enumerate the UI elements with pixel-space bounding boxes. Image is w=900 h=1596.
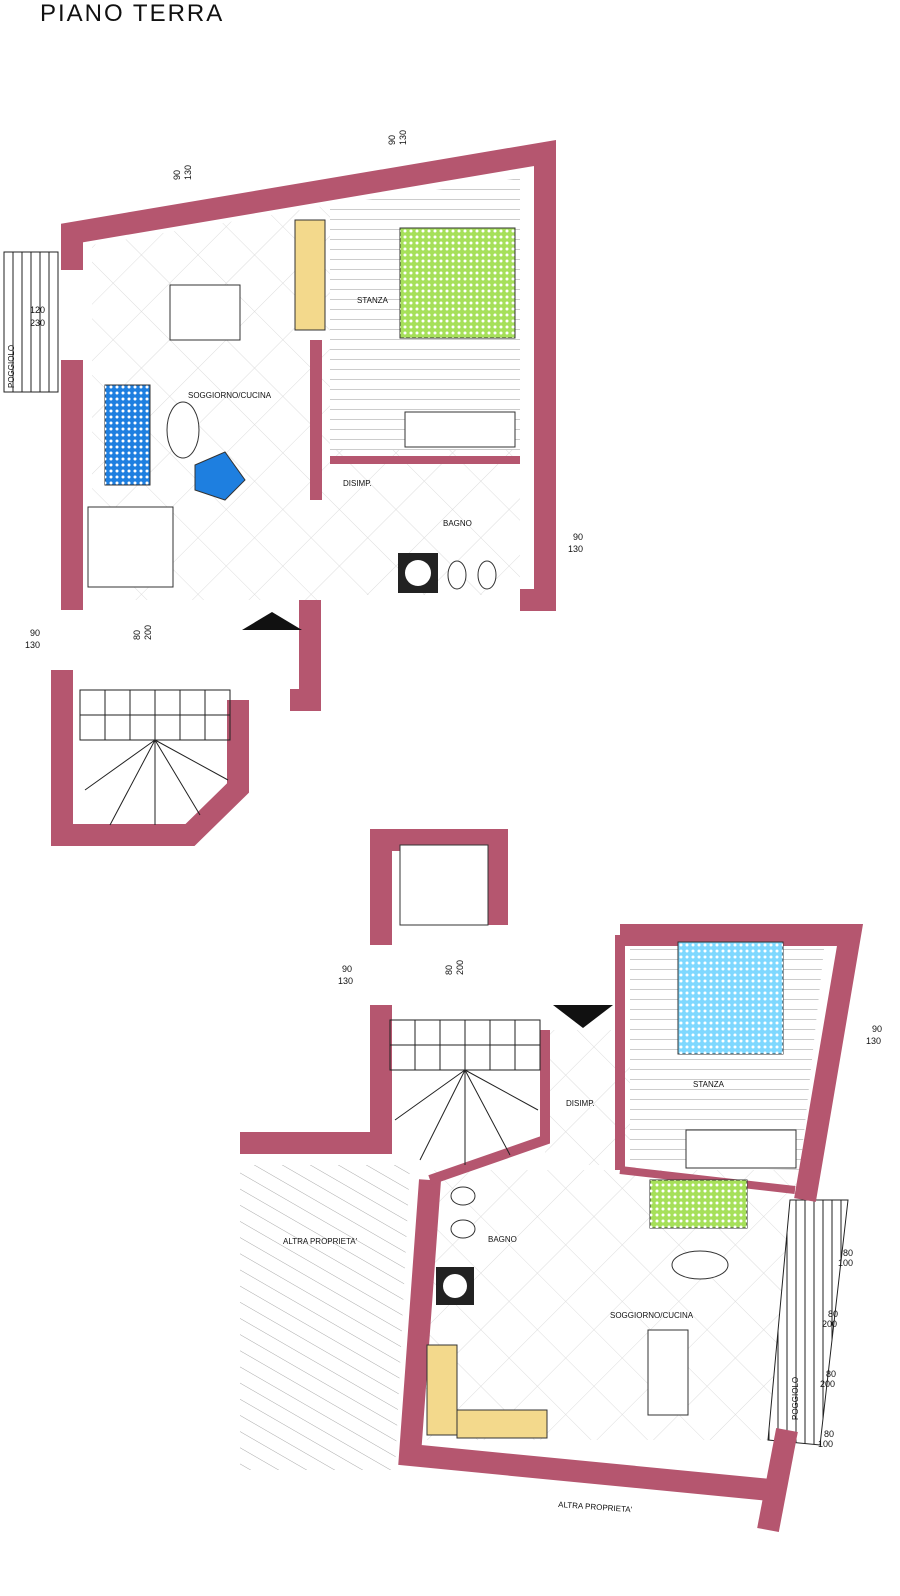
dim-text: 90 [30,628,40,638]
dim-text: 80 [826,1369,836,1379]
dim-text: 80 [132,630,142,640]
wall-lower-right [757,1427,798,1533]
dim-text: 130 [338,976,353,986]
plan-upper: SOGGIORNO/CUCINA STANZA DISIMP. BAGNO PO… [3,130,583,846]
room-label-bedroom: STANZA [693,1080,725,1089]
shower-drain [405,560,431,586]
wall-lower-bottom [398,1179,772,1501]
armchair [194,451,246,501]
drawing-title: PIANO TERRA [40,0,225,27]
dim-text: 100 [818,1439,833,1449]
coffee-table [671,1250,729,1280]
balcony-upper [3,251,59,393]
room-label-bath: BAGNO [488,1235,517,1244]
dining-table [169,284,241,341]
plan-lower: SOGGIORNO/CUCINA STANZA DISIMP. BAGNO PO… [240,829,882,1533]
dim-text: 80 [824,1429,834,1439]
room-label-living: SOGGIORNO/CUCINA [610,1311,694,1320]
wall-lower-top-right [620,924,864,1202]
dim-text: 200 [143,625,153,640]
room-label-bath: BAGNO [443,519,472,528]
room-label-other-property: ALTRA PROPRIETA' [283,1237,358,1246]
dim-text: 130 [25,640,40,650]
wall-upper-outer [61,139,556,611]
dim-text: 130 [183,165,193,180]
living-floor [420,1170,800,1440]
dim-text: 90 [573,532,583,542]
toilet [450,1219,476,1239]
stairs-upper [79,689,231,826]
dim-text: 90 [342,964,352,974]
bidet [477,560,497,590]
room-label-hall: DISIMP. [566,1099,595,1108]
wall-lower-left [240,1005,392,1154]
lift-shaft [399,844,489,926]
room-label-other-property: ALTRA PROPRIETA' [558,1500,633,1514]
wall-internal [428,1030,550,1185]
hall-floor [545,1030,630,1165]
lift-shaft [87,506,174,588]
kitchen-counter [426,1344,458,1436]
room-label-bedroom: STANZA [357,296,389,305]
dim-text: 200 [455,960,465,975]
dim-text: 80 [444,965,454,975]
wall-lift [370,829,508,945]
shower-drain [443,1274,467,1298]
room-label-hall: DISIMP. [343,479,372,488]
dim-text: 90 [387,135,397,145]
dim-text: 80 [828,1309,838,1319]
dim-text: 200 [820,1379,835,1389]
entrance-arrow [242,612,302,630]
dim-text: 130 [398,130,408,145]
dim-text: 90 [872,1024,882,1034]
coffee-table [166,401,200,459]
room-label-balcony: POGGIOLO [7,345,16,388]
dining-table [647,1329,689,1416]
dim-text: 90 [172,170,182,180]
kitchen-counter [456,1409,548,1439]
living-floor [92,205,330,600]
toilet [447,560,467,590]
dim-text: 200 [822,1319,837,1329]
kitchen-counter [294,219,326,331]
wardrobe [404,411,516,448]
wall-stair [51,670,249,846]
bidet [450,1186,476,1206]
dim-text: 80 [843,1248,853,1258]
room-label-balcony: POGGIOLO [791,1377,800,1420]
wardrobe [685,1129,797,1169]
dim-text: 230 [30,318,45,328]
stairs-lower [389,1019,541,1165]
other-property-left [240,1165,410,1470]
dim-text: 120 [30,305,45,315]
entrance-arrow [553,1005,613,1028]
dim-text: 130 [866,1036,881,1046]
wall-entry [290,600,321,711]
dim-text: 100 [838,1258,853,1268]
balcony-lower [767,1199,849,1446]
dim-text: 130 [568,544,583,554]
room-label-living: SOGGIORNO/CUCINA [188,391,272,400]
hall-bath-floor [310,450,520,595]
